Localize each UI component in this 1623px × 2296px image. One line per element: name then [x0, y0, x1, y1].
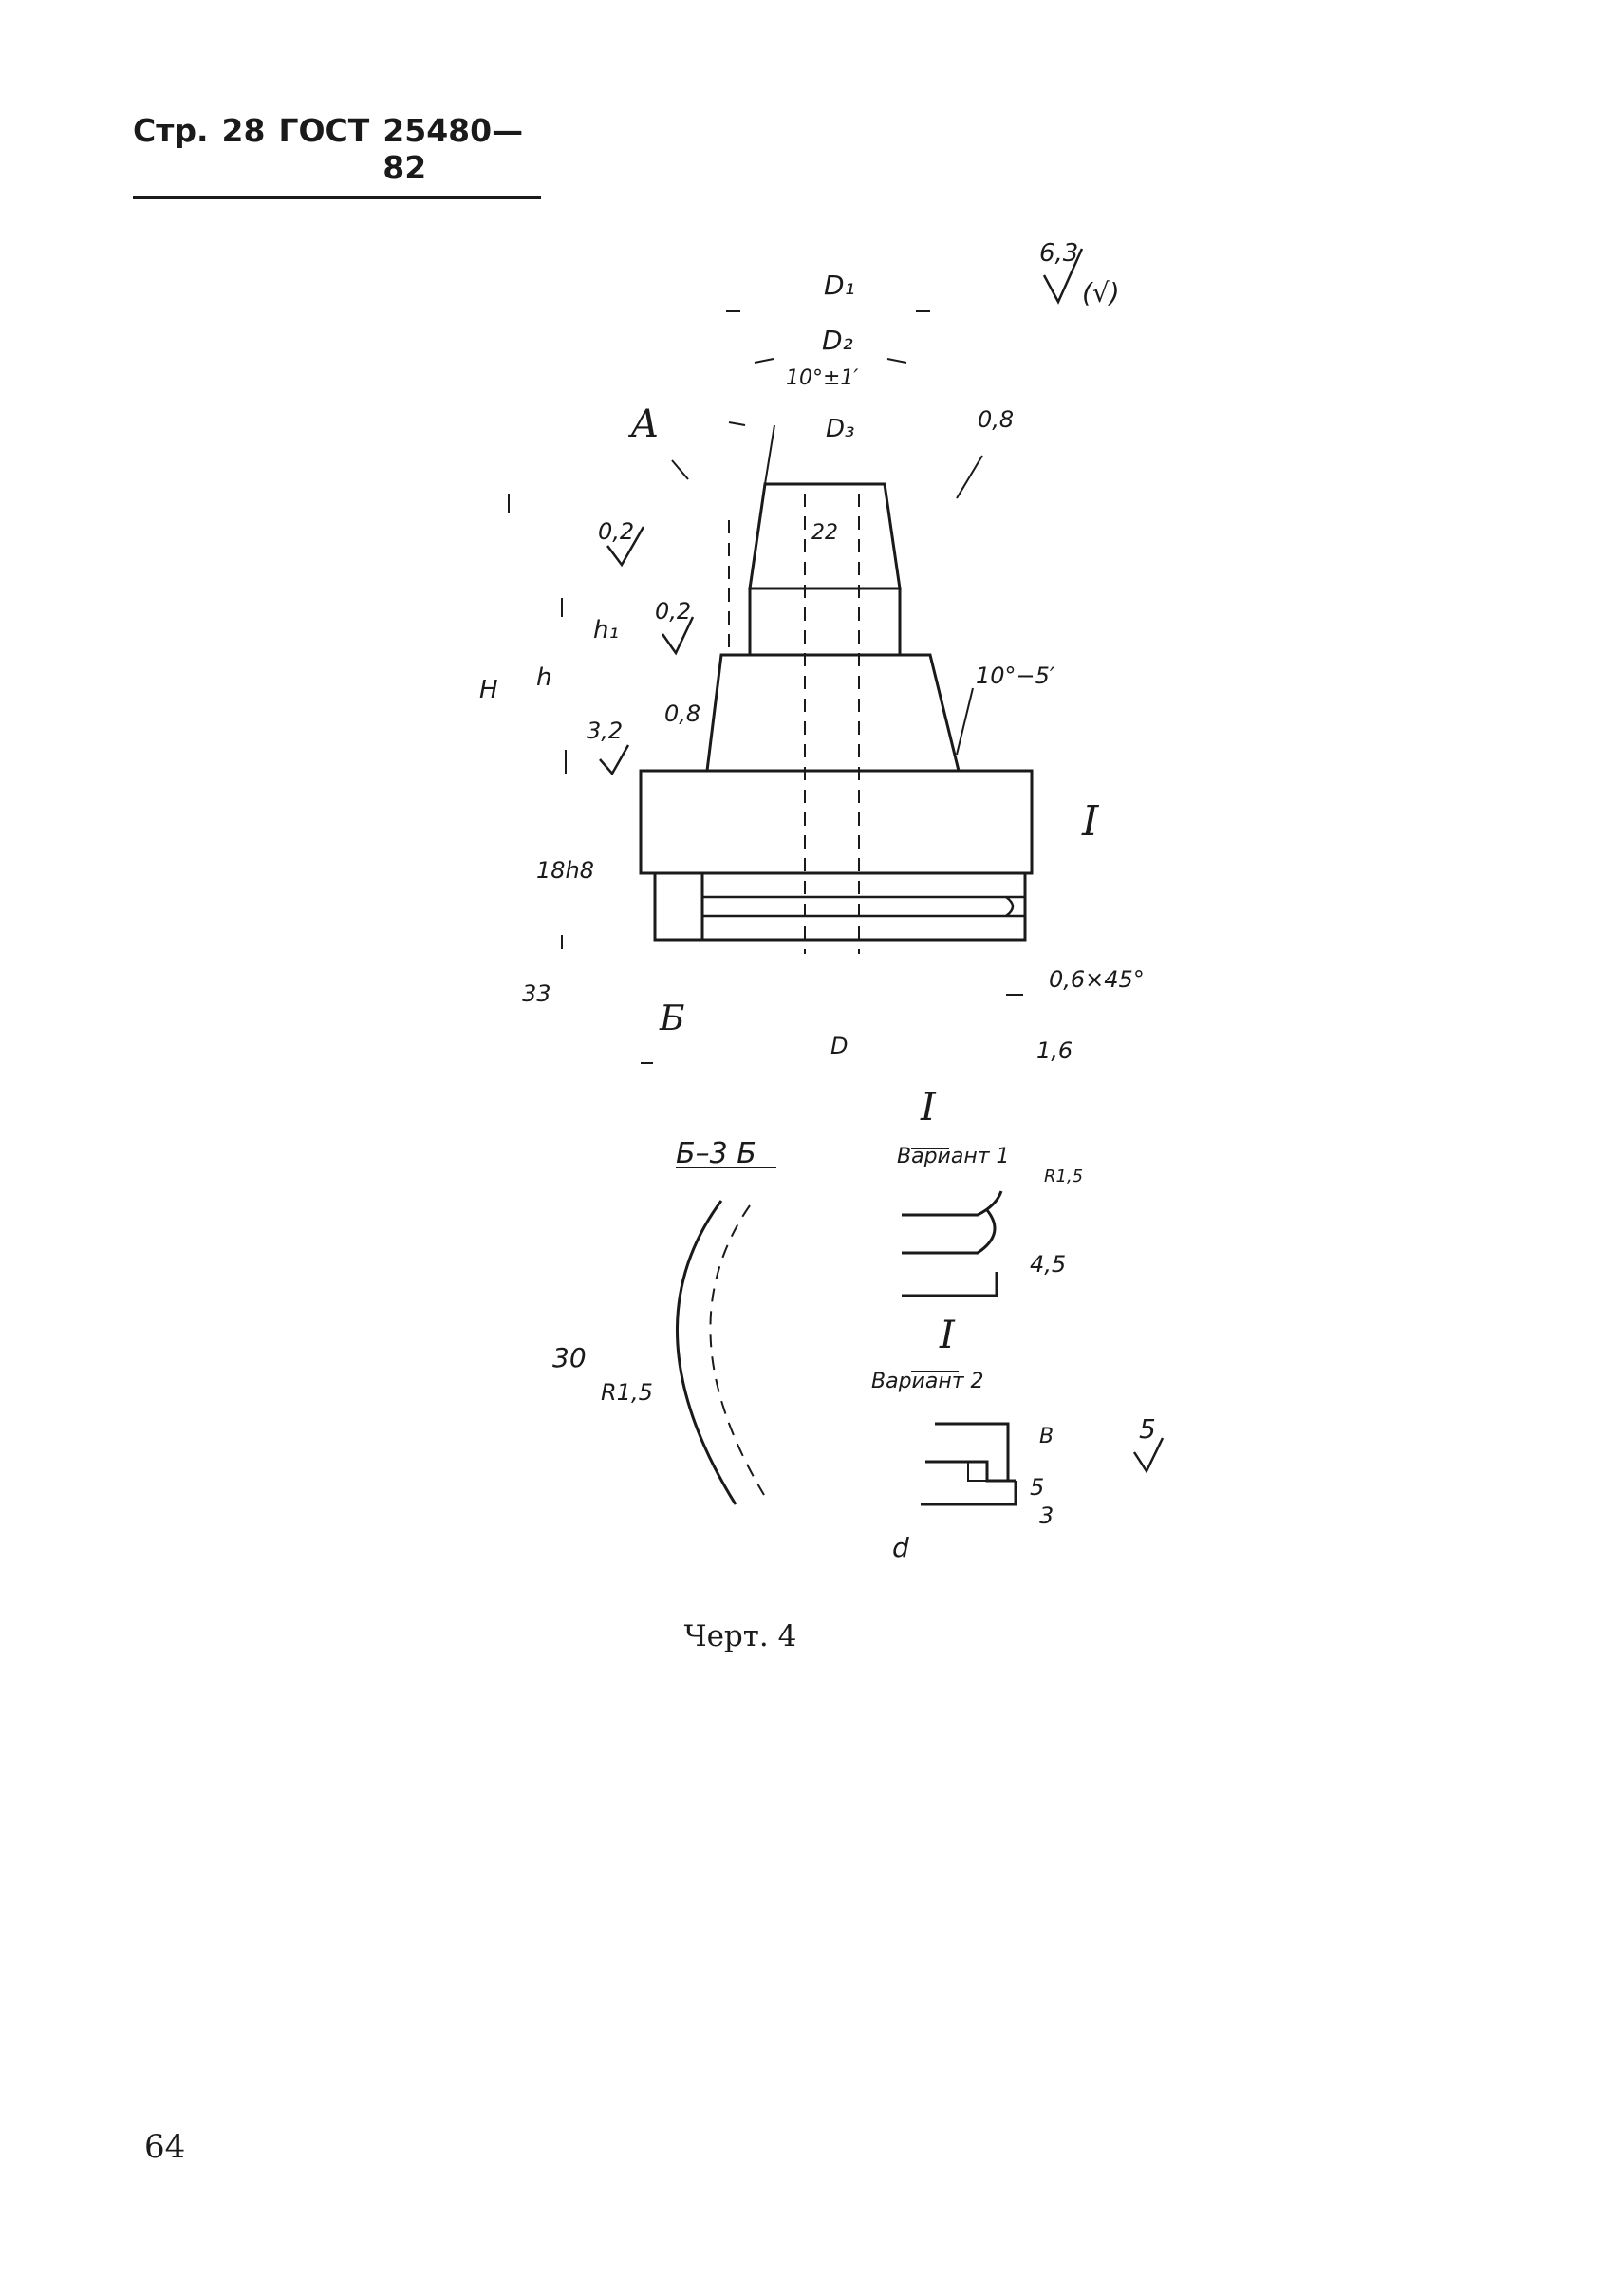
groove-lines — [702, 895, 1025, 918]
middle-taper — [705, 653, 961, 773]
label-variant2-title: Вариант 2 — [871, 1370, 984, 1393]
label-D2: D₂ — [822, 325, 853, 356]
label-h: h — [536, 663, 551, 692]
label-variant2-3: 3 — [1039, 1503, 1054, 1529]
header-rule — [133, 196, 541, 199]
label-D3: D₃ — [826, 415, 854, 443]
label-rough-08a: 0,8 — [978, 406, 1014, 433]
label-variant2-5b: 5 — [1030, 1474, 1044, 1501]
label-chamfer: 0,6×45° — [1049, 966, 1145, 993]
label-rough-32: 3,2 — [587, 718, 623, 744]
page-no: 28 — [221, 112, 266, 149]
label-variant1-R: R1,5 — [1044, 1167, 1083, 1186]
label-rough-16: 1,6 — [1036, 1037, 1073, 1064]
arc-section — [676, 1167, 776, 1505]
label-section-A: A — [627, 402, 659, 446]
header-line: Стр. 28 ГОСТ 25480—82 — [133, 112, 550, 186]
page-number: 64 — [144, 2128, 186, 2166]
drawing-labels: D₁ D₂ 10°±1′ D₃ A 6,3 (√) 0,8 22 0,2 0,2… — [479, 239, 1156, 1563]
standard-number: 25480—82 — [382, 112, 524, 186]
label-D1: D₁ — [824, 270, 855, 301]
label-angle-side: 10°−5′ — [976, 663, 1055, 689]
label-angle-top: 10°±1′ — [786, 366, 858, 390]
label-h1: h₁ — [593, 616, 619, 644]
label-variant2-I: I — [939, 1314, 956, 1357]
caption-text: Черт. 4 — [683, 1619, 797, 1653]
label-variant1-45: 4,5 — [1030, 1251, 1066, 1278]
flange — [639, 769, 1034, 875]
roughness-marks — [599, 248, 1165, 1474]
figure-caption: Черт. 4 — [0, 1619, 1623, 1653]
label-variant2-B: B — [1039, 1425, 1054, 1448]
label-section-view: Б–3 Б — [676, 1137, 756, 1170]
main-part-outline — [639, 482, 1034, 942]
label-33: 33 — [522, 980, 551, 1007]
collar — [748, 587, 902, 657]
label-rough-08b: 0,8 — [664, 700, 700, 727]
label-H: H — [479, 676, 498, 704]
standard-name: ГОСТ — [278, 112, 370, 149]
label-center-22: 22 — [812, 521, 838, 545]
page-prefix: Стр. — [133, 112, 209, 149]
variant1-detail — [902, 1148, 1003, 1297]
label-30: 30 — [552, 1342, 587, 1373]
label-R15: R1,5 — [601, 1379, 653, 1406]
page-header: Стр. 28 ГОСТ 25480—82 — [133, 112, 550, 199]
label-rough-02b: 0,2 — [655, 598, 691, 625]
label-18h8: 18h8 — [536, 857, 594, 884]
label-variant1-I: I — [920, 1086, 937, 1129]
label-section-I: I — [1081, 797, 1100, 846]
label-rough-63: 6,3 — [1039, 239, 1078, 268]
label-rough-paren: (√) — [1082, 277, 1120, 308]
lower-body — [653, 873, 1027, 942]
label-variant1-title: Вариант 1 — [897, 1145, 1010, 1168]
label-variant2-5a: 5 — [1139, 1413, 1156, 1445]
label-variant2-d: d — [892, 1532, 909, 1563]
dimension-lines — [508, 310, 1023, 1064]
label-D-bottom: D — [830, 1033, 848, 1059]
center-lines — [728, 494, 860, 954]
variant2-detail — [911, 1371, 1017, 1506]
label-rough-02a: 0,2 — [598, 518, 634, 545]
label-section-B: Б — [659, 999, 684, 1038]
